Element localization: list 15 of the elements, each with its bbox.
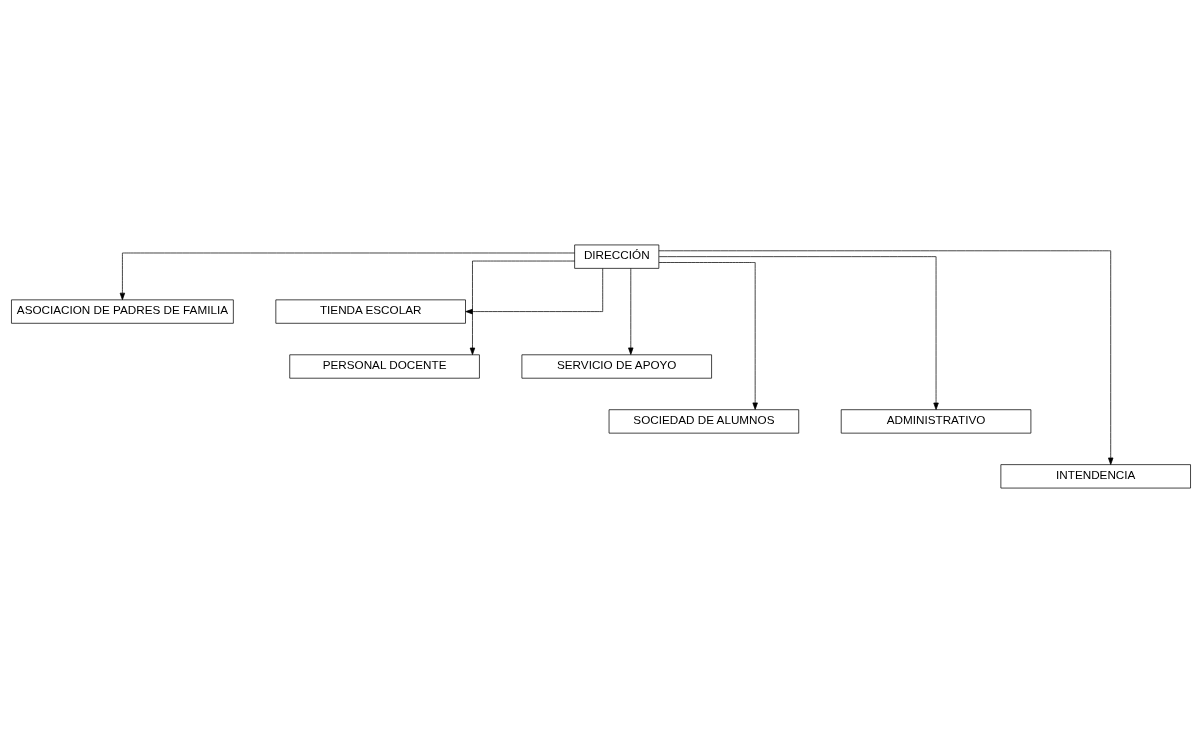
arrow	[628, 267, 634, 355]
node-box: TIENDA ESCOLAR	[275, 299, 466, 324]
arrow	[469, 260, 575, 355]
arrow	[658, 261, 758, 410]
node-box: DIRECCIÓN	[574, 244, 660, 269]
arrow	[119, 252, 575, 300]
node-box: PERSONAL DOCENTE	[289, 353, 480, 379]
node-box: SERVICIO DE APOYO	[521, 353, 712, 379]
arrow	[658, 255, 939, 410]
arrow	[465, 267, 604, 314]
arrow	[658, 249, 1114, 465]
node-box: ASOCIACION DE PADRES DE FAMILIA	[11, 299, 234, 324]
node-box: SOCIEDAD DE ALUMNOS	[608, 408, 800, 433]
node-box: ADMINISTRATIVO	[840, 408, 1032, 433]
node-box: INTENDENCIA	[1000, 463, 1191, 488]
